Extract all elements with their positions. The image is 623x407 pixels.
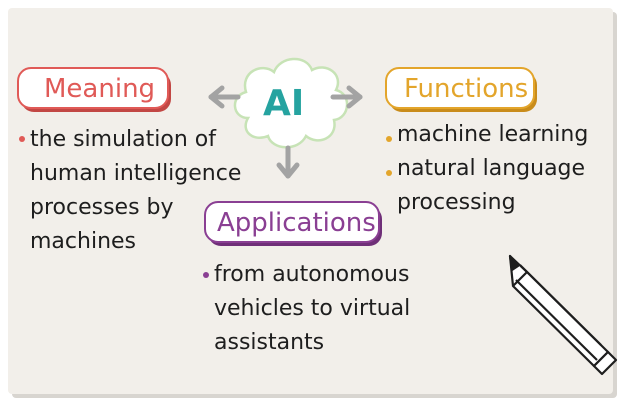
arrow-left-icon (208, 85, 241, 109)
applications-title: Applications (217, 208, 376, 238)
meaning-line: human intelligence (30, 161, 242, 186)
functions-bullet-dot (386, 170, 392, 176)
functions-title: Functions (404, 74, 529, 104)
meaning-description: the simulation of human intelligence pro… (30, 123, 241, 259)
applications-line: vehicles to virtual (214, 296, 411, 321)
applications-description: from autonomous vehicles to virtual assi… (214, 258, 410, 360)
meaning-bullet-dot (19, 136, 25, 142)
functions-item-line: natural language (397, 156, 586, 181)
functions-bullet-dot (386, 136, 392, 142)
applications-bullet-dot (203, 272, 209, 278)
applications-pill (204, 201, 382, 246)
functions-item-line: processing (397, 190, 516, 215)
arrow-down-icon (276, 145, 300, 179)
meaning-title: Meaning (44, 74, 156, 104)
meaning-line: machines (30, 229, 137, 254)
meaning-pill (17, 67, 171, 112)
meaning-line: processes by (30, 195, 174, 220)
center-node-label: AI (263, 83, 305, 124)
functions-item: natural language processing (397, 152, 585, 220)
functions-item-line: machine learning (397, 122, 589, 147)
pencil-icon (508, 254, 618, 376)
meaning-line: the simulation of (30, 127, 216, 152)
arrow-right-icon (330, 85, 363, 109)
functions-item: machine learning (397, 118, 588, 152)
cloud-shape (233, 57, 349, 149)
applications-line: assistants (214, 330, 325, 355)
cloud-icon (233, 57, 349, 149)
functions-pill (385, 67, 537, 112)
applications-line: from autonomous (214, 262, 410, 287)
